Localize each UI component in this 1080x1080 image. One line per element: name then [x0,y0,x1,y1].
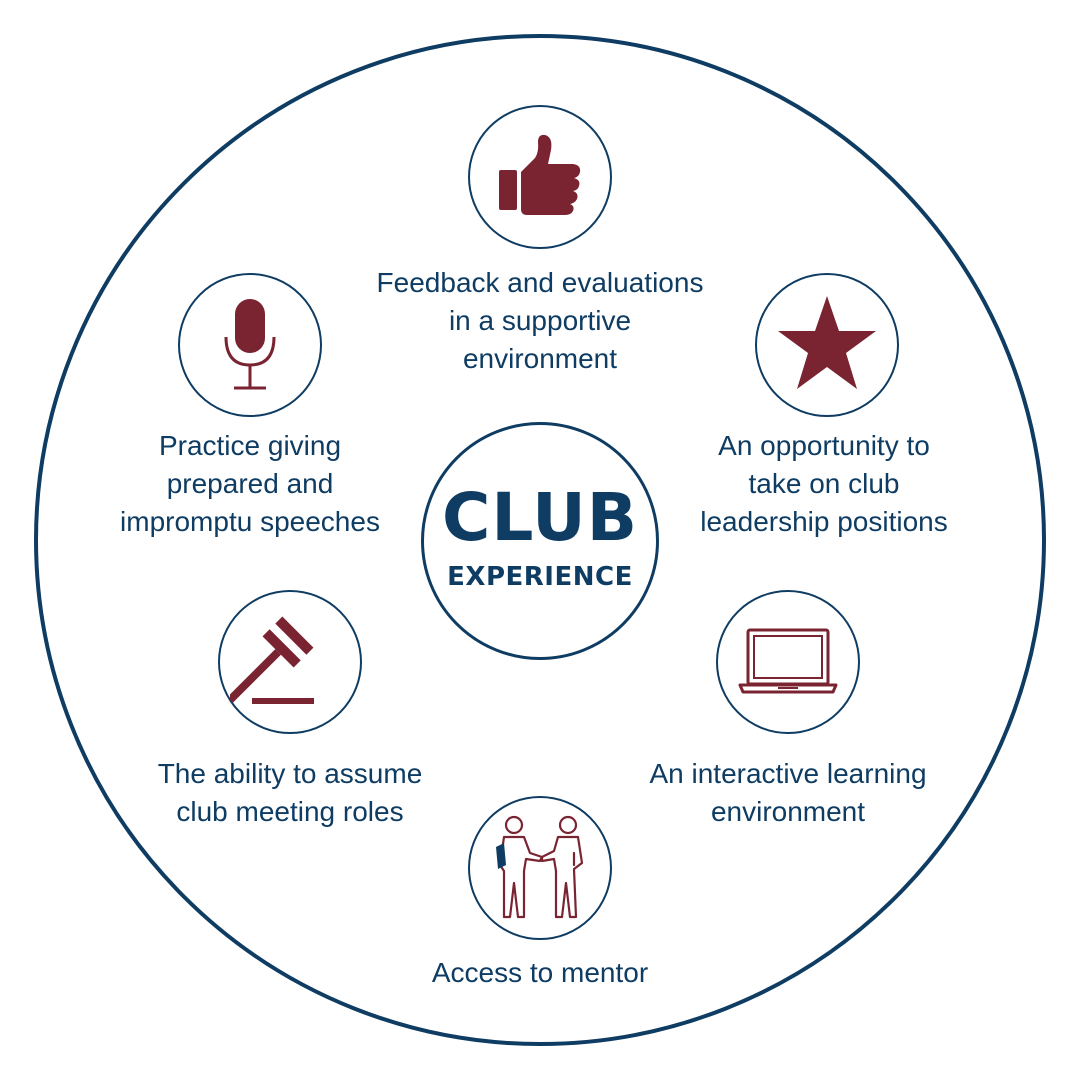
feedback-label: Feedback and evaluations in a supportive… [376,267,704,374]
mentor-icon-circle [468,796,612,940]
center-subtitle: EXPERIENCE [447,562,633,592]
leadership-label: An opportunity to take on club leadershi… [700,430,948,537]
speeches-icon-circle [178,273,322,417]
learning-label: An interactive learning environment [649,758,927,827]
handshake-mentor-icon [496,815,584,919]
leadership-icon-circle [755,273,899,417]
mentor-label: Access to mentor [431,957,649,988]
feedback-icon-circle [468,105,612,249]
roles-icon-circle [218,590,362,734]
center-title: CLUB [441,479,639,556]
center-circle: CLUB EXPERIENCE [421,422,659,660]
laptop-icon [738,628,838,694]
learning-icon-circle [716,590,860,734]
roles-label: The ability to assume club meeting roles [157,758,423,827]
speeches-label: Practice giving prepared and impromptu s… [120,430,380,537]
gavel-icon [230,616,314,704]
outer-ring [34,34,1046,1046]
star-icon [778,296,876,389]
microphone-icon [224,299,276,390]
thumbs-up-icon [499,134,581,215]
